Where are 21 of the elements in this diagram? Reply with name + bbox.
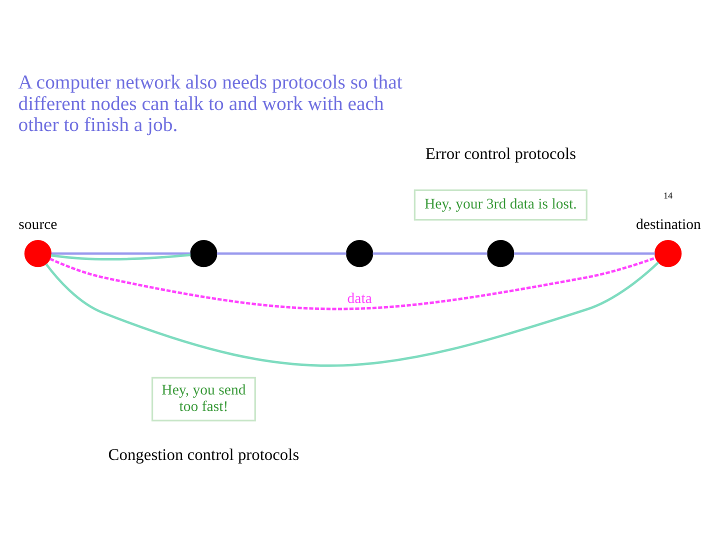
label: 14	[664, 190, 673, 200]
node-circle	[190, 240, 218, 268]
connector	[372, 252, 488, 255]
node-circle	[24, 240, 52, 268]
connector	[50, 256, 656, 310]
node-box: Hey, your 3rd data is lost.	[414, 189, 588, 221]
node-circle	[654, 240, 682, 268]
edge-label: data	[347, 291, 372, 308]
node-label: destination	[636, 217, 701, 234]
node-label: source	[18, 217, 58, 234]
connector	[51, 252, 190, 255]
diagram-title: A computer network also needs protocols so that different nodes can talk to and work with each other to finish a job.	[18, 71, 402, 136]
node-circle	[346, 240, 374, 268]
connector	[514, 252, 655, 255]
label: Error control protocols	[425, 144, 576, 163]
label: Congestion control protocols	[108, 445, 300, 464]
connector	[50, 254, 191, 260]
node-box: Hey, you send too fast!	[151, 376, 256, 422]
node-circle	[487, 240, 514, 268]
connector	[45, 262, 660, 367]
connector	[216, 252, 346, 255]
